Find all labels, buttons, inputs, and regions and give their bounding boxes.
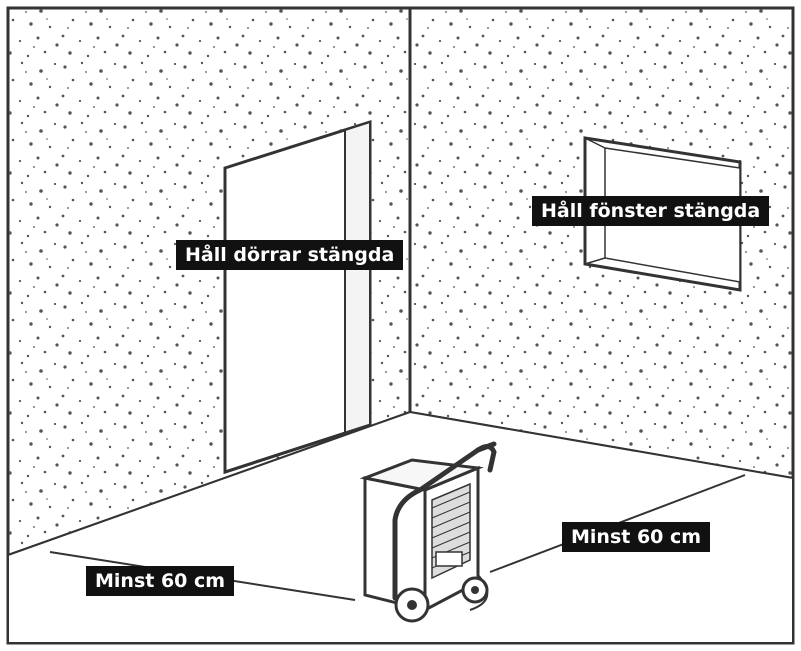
min-distance-left-label: Minst 60 cm bbox=[86, 566, 235, 596]
keep-windows-closed-label: Håll fönster stängda bbox=[532, 196, 770, 226]
keep-doors-closed-label: Håll dörrar stängda bbox=[176, 240, 404, 270]
handle bbox=[392, 444, 497, 601]
min-distance-right-label: Minst 60 cm bbox=[562, 522, 711, 552]
control-panel bbox=[435, 551, 463, 567]
dehumidifier bbox=[359, 441, 497, 623]
door bbox=[223, 119, 372, 475]
hose bbox=[469, 574, 489, 611]
